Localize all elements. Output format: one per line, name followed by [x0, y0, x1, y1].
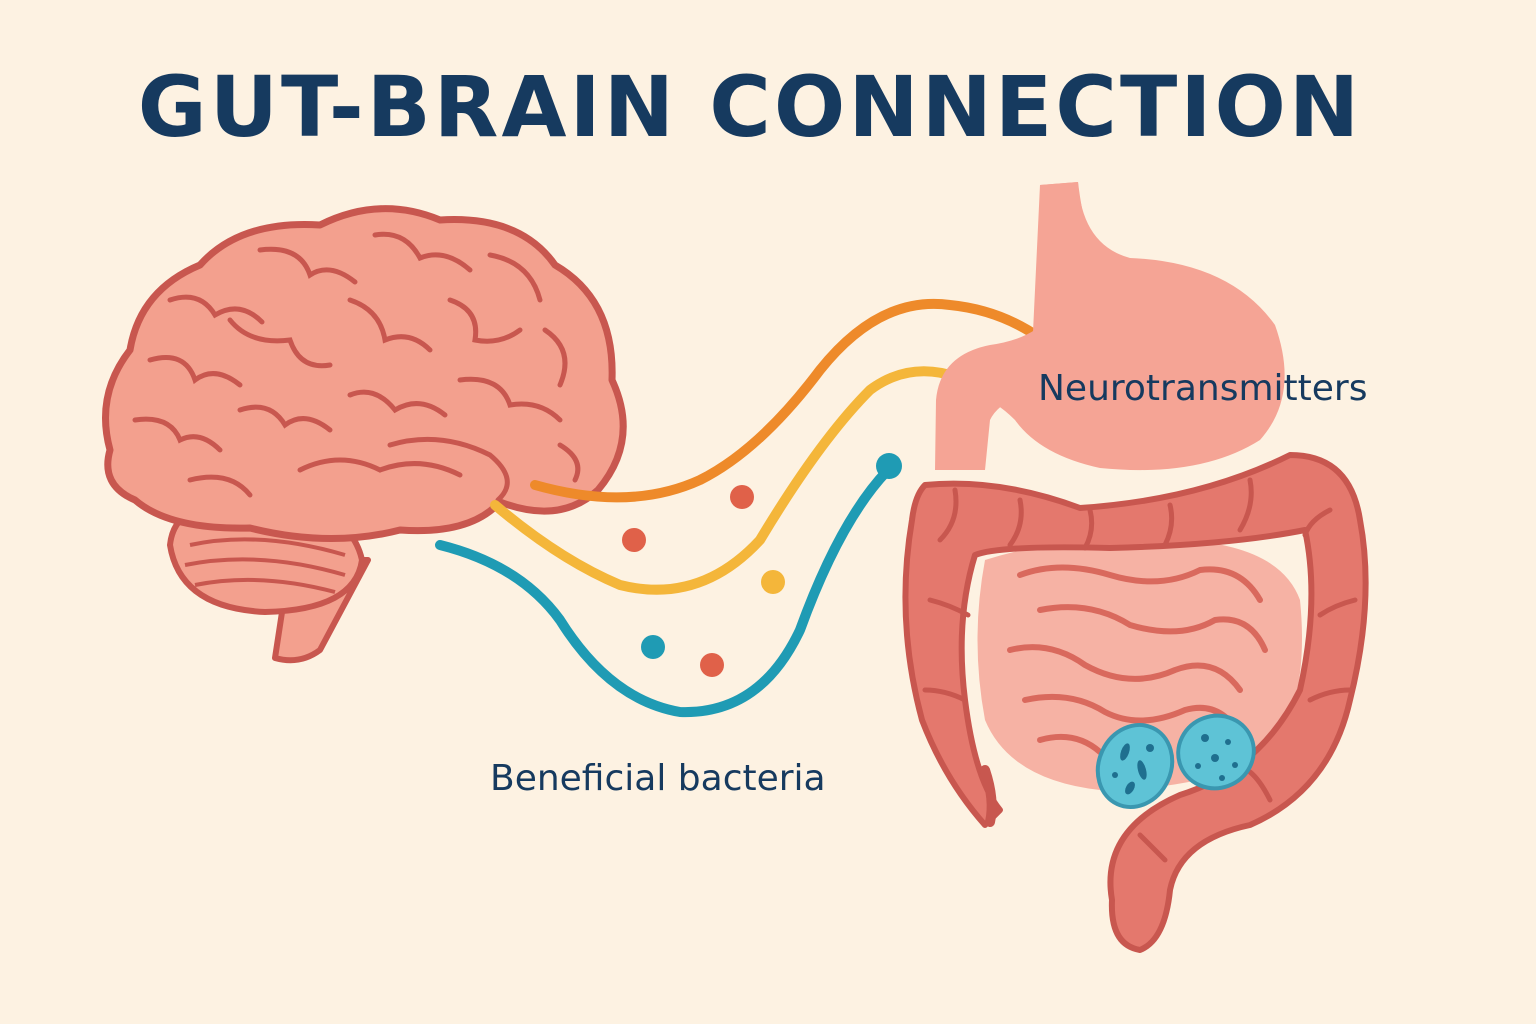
stomach [935, 182, 1285, 471]
neurotransmitter-dots [622, 485, 785, 677]
pathway-teal [435, 465, 893, 718]
stomach-icon [935, 182, 1285, 471]
bacterium-left [1095, 723, 1175, 809]
beneficial-bacteria-label: Beneficial bacteria [490, 758, 826, 799]
page-title: GUT-BRAIN CONNECTION [137, 58, 1363, 156]
intestines-icon [902, 452, 1369, 953]
brain-icon [102, 205, 627, 664]
bacterium-right [1176, 713, 1256, 791]
pathway-teal-end [876, 453, 902, 479]
appendix [980, 765, 997, 827]
neurotransmitters-label: Neurotransmitters [1038, 368, 1368, 409]
pathway-orange [530, 298, 1045, 503]
bacteria-icon [1095, 713, 1256, 809]
large-intestine [902, 452, 1369, 953]
